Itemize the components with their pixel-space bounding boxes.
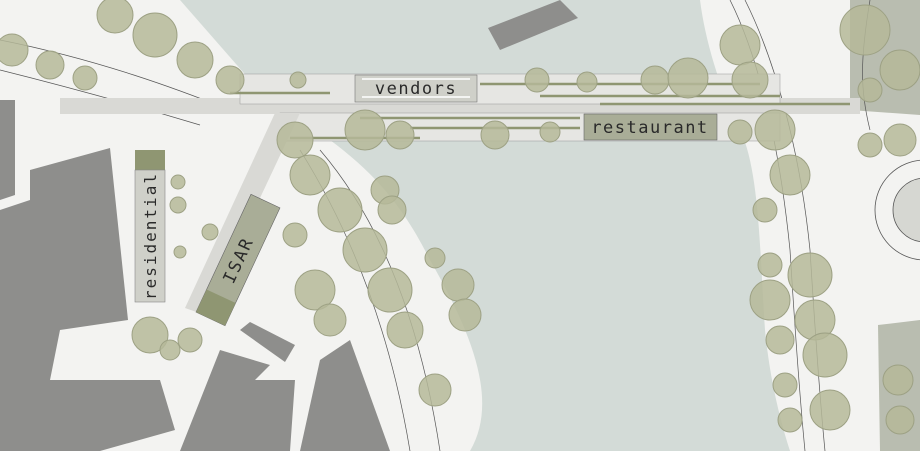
tree-icon (839, 4, 891, 56)
tree-icon (377, 195, 407, 225)
tree-icon (96, 0, 134, 34)
tree-icon (344, 109, 386, 151)
tree-icon (765, 325, 795, 355)
tree-icon (289, 71, 307, 89)
tree-icon (749, 279, 791, 321)
residential-building: residential (134, 150, 166, 303)
tree-icon (289, 154, 331, 196)
tree-icon (809, 389, 851, 431)
tree-icon (772, 372, 798, 398)
tree-icon (132, 12, 178, 58)
tree-icon (539, 121, 561, 143)
tree-icon (367, 267, 413, 313)
tree-icon (727, 119, 753, 145)
tree-icon (424, 247, 446, 269)
tree-icon (313, 303, 347, 337)
tree-icon (885, 405, 915, 435)
tree-icon (317, 187, 363, 233)
tree-icon (215, 65, 245, 95)
tree-icon (169, 196, 187, 214)
vendors-label-box: vendors (354, 74, 478, 103)
tree-icon (418, 373, 452, 407)
roundabout-center (892, 177, 920, 243)
tree-icon (72, 65, 98, 91)
tree-icon (342, 227, 388, 273)
tree-icon (879, 49, 920, 91)
tree-icon (754, 109, 796, 151)
tree-icon (667, 57, 709, 99)
tree-icon (719, 24, 761, 66)
tree-icon (480, 120, 510, 150)
trees (0, 0, 920, 435)
tree-icon (524, 67, 550, 93)
tree-icon (173, 245, 187, 259)
tree-icon (386, 311, 424, 349)
tree-icon (857, 132, 883, 158)
tree-icon (177, 327, 203, 353)
tree-icon (777, 407, 803, 433)
tree-icon (276, 121, 314, 159)
tree-icon (294, 269, 336, 311)
tree-icon (787, 252, 833, 298)
tree-icon (0, 33, 29, 67)
vendors-label: vendors (375, 79, 457, 99)
tree-icon (640, 65, 670, 95)
tree-icon (576, 71, 598, 93)
tree-icon (757, 252, 783, 278)
tree-icon (385, 120, 415, 150)
tree-icon (201, 223, 219, 241)
tree-icon (282, 222, 308, 248)
tree-icon (131, 316, 169, 354)
tree-icon (441, 268, 475, 302)
tree-icon (882, 364, 914, 396)
tree-icon (176, 41, 214, 79)
tree-icon (883, 123, 917, 157)
restaurant-label-box: restaurant (583, 113, 718, 141)
tree-icon (752, 197, 778, 223)
residential-label: residential (141, 172, 160, 300)
restaurant-label: restaurant (591, 118, 708, 138)
tree-icon (35, 50, 65, 80)
roundabout (874, 159, 920, 261)
tree-icon (159, 339, 181, 361)
tree-icon (448, 298, 482, 332)
tree-icon (731, 61, 769, 99)
buildings (0, 0, 578, 451)
tree-icon (769, 154, 811, 196)
tree-icon (857, 77, 883, 103)
tree-icon (802, 332, 848, 378)
tree-icon (170, 174, 186, 190)
